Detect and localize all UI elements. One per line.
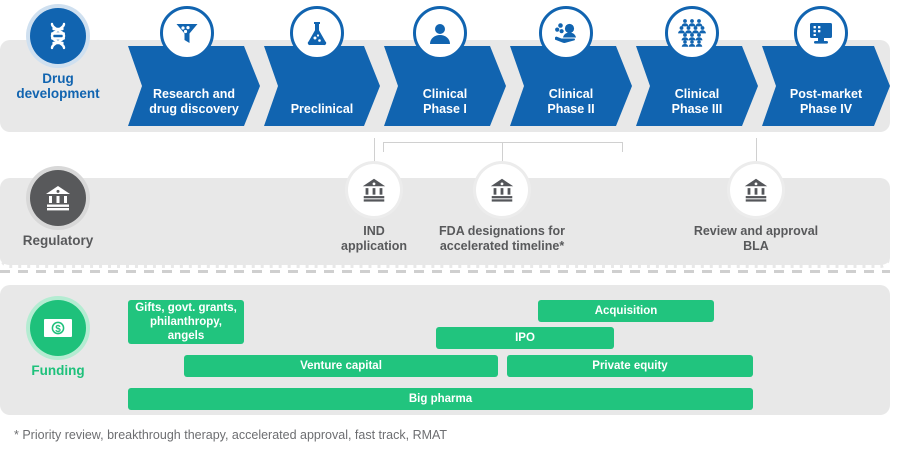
category-regulatory: Regulatory (0, 170, 116, 248)
funding-bar-ipo[interactable]: IPO (436, 327, 614, 349)
milestone-label-line1: Review and approval (693, 224, 819, 238)
crowd-icon (665, 6, 719, 60)
stage-label-line1: Clinical (422, 87, 468, 101)
connector-ind (374, 138, 375, 164)
stage-research-and-drug-discovery[interactable]: Research and drug discovery (128, 46, 260, 126)
footnote: * Priority review, breakthrough therapy,… (14, 428, 448, 442)
bank-icon (476, 164, 528, 216)
bank-icon (730, 164, 782, 216)
svg-text:$: $ (55, 324, 61, 335)
milestone-fda-designations[interactable]: FDA designations for accelerated timelin… (426, 164, 578, 254)
funding-bar-acquisition[interactable]: Acquisition (538, 300, 714, 322)
category-label: Regulatory (22, 233, 94, 248)
stage-label-line1: Research and (153, 87, 235, 101)
flask-icon (290, 6, 344, 60)
dna-icon (30, 8, 86, 64)
category-label: Funding (31, 363, 85, 378)
category-funding: $ Funding (0, 300, 116, 378)
people-hand-icon (539, 6, 593, 60)
category-label-line2: development (16, 86, 100, 101)
band-divider (0, 270, 890, 273)
stage-label-line1: Clinical (674, 87, 720, 101)
milestone-label-line2: application (341, 239, 407, 253)
funding-bar-gifts-grants[interactable]: Gifts, govt. grants, philanthropy, angel… (128, 300, 244, 344)
milestone-review-and-approval-bla[interactable]: Review and approval BLA (678, 164, 834, 254)
stage-clinical-phase-ii[interactable]: Clinical Phase II (510, 46, 632, 126)
bracket-left (383, 142, 384, 152)
funding-bar-big-pharma[interactable]: Big pharma (128, 388, 753, 410)
funding-bar-venture-capital[interactable]: Venture capital (184, 355, 498, 377)
bracket-top (383, 142, 623, 143)
milestone-label-line1: FDA designations for (439, 224, 565, 238)
milestone-label-line2: BLA (743, 239, 769, 253)
bank-icon (348, 164, 400, 216)
stage-label-line2: Phase I (423, 102, 467, 116)
stage-label-line1: Post-market (789, 87, 863, 101)
stage-clinical-phase-iii[interactable]: Clinical Phase III (636, 46, 758, 126)
milestone-label-line1: IND (363, 224, 385, 238)
bank-icon (30, 170, 86, 226)
bracket-right (622, 142, 623, 152)
stage-label-line2: Phase II (547, 102, 595, 116)
category-label-line1: Drug (42, 71, 74, 86)
money-icon: $ (30, 300, 86, 356)
stage-label-line1: Clinical (548, 87, 594, 101)
stage-label-line2: Phase III (671, 102, 723, 116)
milestone-label-line2: accelerated timeline* (439, 239, 565, 253)
funding-bar-private-equity[interactable]: Private equity (507, 355, 753, 377)
funnel-icon (160, 6, 214, 60)
monitor-icon (794, 6, 848, 60)
connector-fda (502, 142, 503, 166)
stage-label-line1: Preclinical (290, 102, 354, 116)
stage-label-line2: drug discovery (149, 102, 239, 116)
stage-label-line2: Phase IV (799, 102, 853, 116)
milestone-ind-application[interactable]: IND application (322, 164, 426, 254)
person-icon (413, 6, 467, 60)
connector-bla (756, 138, 757, 164)
category-drug-development: Drug development (0, 8, 116, 101)
